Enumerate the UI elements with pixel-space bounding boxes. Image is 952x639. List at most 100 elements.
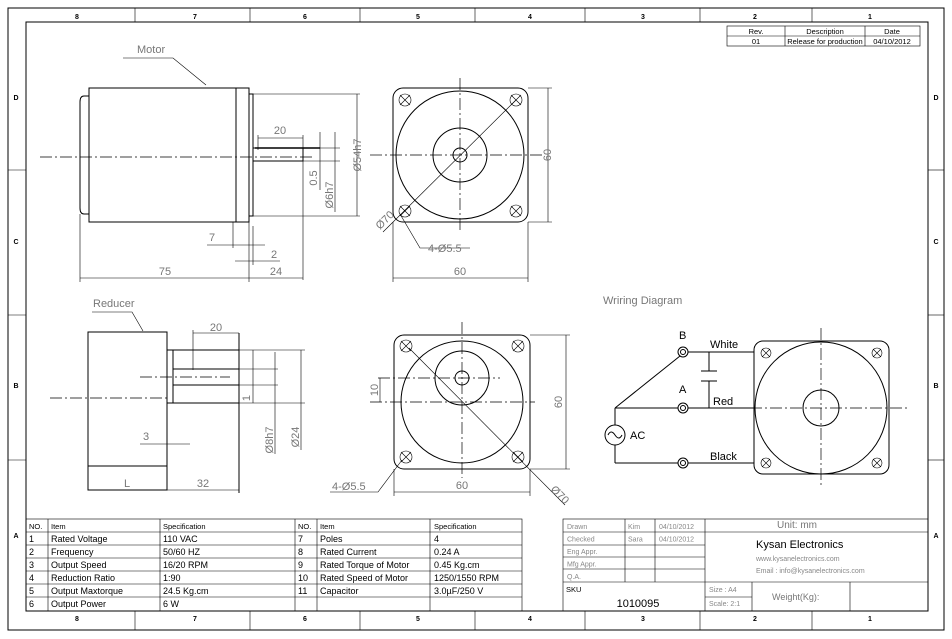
shaft-diameter-dim: Ø6h7 [324,182,336,209]
spec-cell: 0.24 A [434,547,460,557]
approval-role: Q.A. [567,574,581,581]
spec-header-cell: Item [320,522,335,531]
spec-cell: Rated Torque of Motor [320,560,409,570]
spec-cell: 3.0µF/250 V [434,586,483,596]
ruler-col-4: 4 [528,14,532,21]
ruler-col-8-bottom: 8 [75,616,79,623]
approval-name: Kim [628,524,640,531]
dim-3: 3 [143,431,149,443]
spec-cell: 1:90 [163,573,181,583]
ruler-row-d-right: D [933,95,938,102]
spec-cell: Frequency [51,547,94,557]
spec-cell: Poles [320,534,343,544]
approval-name: Sara [628,537,643,544]
shaft-length-dim: 20 [274,125,286,137]
ruler-col-5-bottom: 5 [416,616,420,623]
spec-header-cell: NO. [29,522,42,531]
reducer-shaft-length-dim: 20 [210,322,222,334]
spec-cell: 110 VAC [163,534,198,544]
ac-source-icon [604,424,626,446]
date-header: Date [884,27,900,36]
revision-table: Rev. Description Date 01 Release for pro… [726,25,921,47]
motor-front-view: Ø70 4-Ø5.5 60 60 [370,78,554,282]
dim-7: 7 [209,232,215,244]
dim-1: 1 [241,395,253,401]
key-offset-dim: 0.5 [308,170,320,185]
description-header: Description [806,27,844,36]
spec-cell: Output Maxtorque [51,586,123,596]
spec-header-cell: Item [51,522,66,531]
black-wire-label: Black [710,451,737,463]
terminal-a-label: A [679,384,687,396]
ruler-labels: 8 7 6 5 4 3 2 1 8 7 6 5 4 3 2 1 D C B A … [13,14,938,623]
ruler-col-8: 8 [75,14,79,21]
spec-cell: 6 W [163,599,180,609]
rev-value: 01 [752,37,760,46]
spec-cell: Output Speed [51,560,107,570]
dim-2: 2 [271,249,277,261]
ruler-row-c-right: C [933,239,938,246]
spec-cell: 3 [29,560,34,570]
spec-cell: 10 [298,573,308,583]
ruler-col-1-bottom: 1 [868,616,872,623]
body-length-dim: 75 [159,266,171,278]
reducer-side-view: Reducer 20 3 1 Ø8h7 Ø24 L 32 [50,298,305,493]
ruler-row-d: D [13,95,18,102]
company-email: Email : info@kysanelectronics.com [756,568,865,575]
approval-role: Mfg Appr. [567,562,597,569]
white-wire-label: White [710,339,738,351]
ruler-col-3-bottom: 3 [641,616,645,623]
motor-width-dim: 60 [454,266,466,278]
spec-cell: 16/20 RPM [163,560,208,570]
sheet-frame [7,7,945,631]
spec-cell: Reduction Ratio [51,573,115,583]
spec-cell: 6 [29,599,34,609]
reducer-width-dim: 60 [456,480,468,492]
weight-label: Weight(Kg): [772,592,819,602]
ruler-row-a-right: A [933,533,938,540]
ruler-row-a: A [13,533,18,540]
ruler-col-5: 5 [416,14,420,21]
rev-header: Rev. [749,27,764,36]
reducer-holes-dim: 4-Ø5.5 [332,481,366,493]
ruler-col-6: 6 [303,14,307,21]
reducer-total-dim: 32 [197,478,209,490]
spec-cell: 9 [298,560,303,570]
ruler-row-b-right: B [933,383,938,390]
ruler-col-6-bottom: 6 [303,616,307,623]
approval-role: Drawn [567,524,587,531]
ruler-col-7-bottom: 7 [193,616,197,623]
ruler-col-4-bottom: 4 [528,616,532,623]
spec-cell: Rated Voltage [51,534,108,544]
terminal-b-label: B [679,330,686,342]
sku-value: 1010095 [617,598,660,610]
spec-cell: 0.45 Kg.cm [434,560,480,570]
company-website: www.kysanelectronics.com [755,556,840,563]
spec-cell: 2 [29,547,34,557]
wiring-title: Wriring Diagram [603,295,682,307]
approval-date: 04/10/2012 [659,524,694,531]
spec-cell: 4 [434,534,439,544]
size-label: Size : A4 [709,587,737,594]
company-name: Kysan Electronics [756,539,844,551]
scale-label: Scale: 2:1 [709,601,740,608]
wiring-diagram: Wriring Diagram [603,295,910,488]
reducer-height-dim: 60 [553,396,565,408]
reducer-label: Reducer [93,298,135,310]
spec-cell: Output Power [51,599,106,609]
approval-date: 04/10/2012 [659,537,694,544]
ruler-row-c: C [13,239,18,246]
spec-cell: Rated Speed of Motor [320,573,408,583]
motor-height-dim: 60 [542,149,554,161]
spec-cell: 1250/1550 RPM [434,573,499,583]
spec-cell: 24.5 Kg.cm [163,586,209,596]
pilot-diameter-dim: Ø54h7 [352,138,364,171]
ruler-col-3: 3 [641,14,645,21]
motor-side-view: Motor Ø54h7 0.5 Ø6h7 20 7 2 75 24 [40,44,364,282]
ruler-col-7: 7 [193,14,197,21]
spec-cell: 4 [29,573,34,583]
spec-cell: 1 [29,534,34,544]
